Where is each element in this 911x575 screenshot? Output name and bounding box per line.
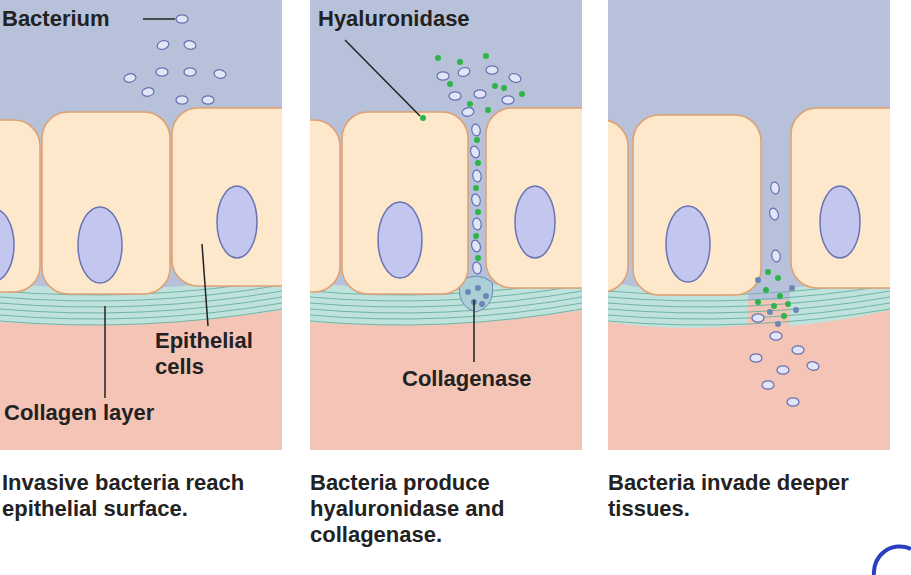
panel-caption: Bacteria produce hyaluronidase and colla… xyxy=(310,470,582,548)
corner-mark xyxy=(874,547,911,575)
panel-caption: Invasive bacteria reach epithelial surfa… xyxy=(2,470,280,522)
part-label: Collagen layer xyxy=(4,400,204,426)
part-label: Bacterium xyxy=(2,6,110,32)
panel-three xyxy=(608,0,890,450)
panel-caption: Bacteria invade deeper tissues. xyxy=(608,470,890,522)
part-label: Epithelial cells xyxy=(155,328,285,380)
enzyme-label: Hyaluronidase xyxy=(318,6,470,32)
enzyme-label: Collagenase xyxy=(402,366,532,392)
panel-one xyxy=(0,0,282,450)
panel-two xyxy=(310,0,582,450)
leader-lines xyxy=(105,19,474,398)
